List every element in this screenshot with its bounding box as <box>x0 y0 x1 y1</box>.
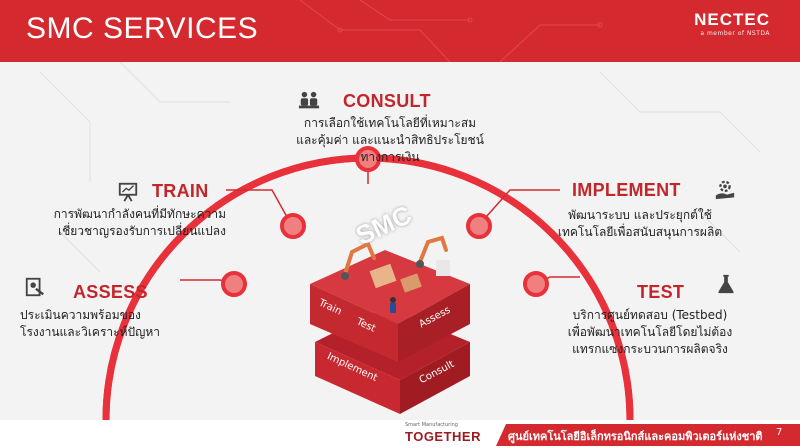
footer-bar: Smart Manufacturing TOGETHER ศูนย์เทคโนโ… <box>0 420 800 448</box>
node-implement <box>466 213 492 239</box>
implement-line-2: เทคโนโลยีเพื่อสนับสนุนการผลิต <box>557 225 723 239</box>
page-number: 7 <box>776 427 783 438</box>
consult-line-1: การเลือกใช้เทคโนโลยีที่เหมาะสม <box>303 116 477 130</box>
flask-icon <box>718 274 734 294</box>
test-line-1: บริการศูนย์ทดสอบ (Testbed) <box>572 308 728 322</box>
node-train <box>280 213 306 239</box>
implement-heading: IMPLEMENT <box>572 180 681 200</box>
node-assess <box>221 271 247 297</box>
arc-nodes <box>221 146 549 297</box>
test-line-2: เพื่อพัฒนาเทคโนโลยีโดยไม่ต้อง <box>567 325 733 339</box>
diagram-graphics <box>39 62 761 420</box>
meeting-icon <box>298 91 320 109</box>
smc-cube-illustration <box>310 235 470 414</box>
presentation-icon <box>118 182 138 202</box>
train-line-2: เชี่ยวชาญรองรับการเปลี่ยนแปลง <box>57 224 226 238</box>
node-test <box>523 271 549 297</box>
page-title: SMC SERVICES <box>26 12 259 45</box>
node-consult <box>355 146 381 172</box>
train-heading: TRAIN <box>152 181 209 201</box>
train-description: การพัฒนากำลังคนที่มีทักษะความ เชี่ยวชาญร… <box>42 206 226 240</box>
consult-line-2: และคุ้มค่า และแนะนำสิทธิประโยชน์ <box>296 133 484 147</box>
assess-heading: ASSESS <box>73 282 148 302</box>
consult-line-3: ทางการเงิน <box>360 150 420 164</box>
together-subtitle: Smart Manufacturing <box>405 422 458 428</box>
consult-description: การเลือกใช้เทคโนโลยีที่เหมาะสม และคุ้มค่… <box>290 115 490 166</box>
nectec-logo: NECTEC a member of NSTDA <box>694 10 770 37</box>
organization-name: ศูนย์เทคโนโลยีอิเล็กทรอนิกส์และคอมพิวเตอ… <box>508 430 763 443</box>
train-line-1: การพัฒนากำลังคนที่มีทักษะความ <box>53 207 226 221</box>
logo-subtext: a member of NSTDA <box>700 30 770 37</box>
assess-line-1: ประเมินความพร้อมของ <box>20 308 141 322</box>
test-line-3: แทรกแซงกระบวนการผลิตจริง <box>572 342 728 356</box>
hand-gear-icon <box>715 180 735 200</box>
implement-line-1: พัฒนาระบบ และประยุกต์ใช้ <box>568 208 712 222</box>
logo-text: NECTEC <box>694 10 770 29</box>
assessment-icon <box>25 277 44 297</box>
header-decoration <box>299 0 603 62</box>
services-diagram: SMC Train Test Assess Implement Consult … <box>0 62 800 420</box>
implement-description: พัฒนาระบบ และประยุกต์ใช้ เทคโนโลยีเพื่อส… <box>540 207 740 241</box>
test-heading: TEST <box>637 282 685 302</box>
footer-red-band <box>496 424 800 446</box>
together-logo: TOGETHER <box>405 429 481 444</box>
test-description: บริการศูนย์ทดสอบ (Testbed) เพื่อพัฒนาเทค… <box>560 307 740 358</box>
header-bar: SMC SERVICES NECTEC a member of NSTDA <box>0 0 800 62</box>
assess-description: ประเมินความพร้อมของ โรงงานและวิเคราะห์ปั… <box>20 307 160 341</box>
assess-line-2: โรงงานและวิเคราะห์ปัญหา <box>20 325 160 339</box>
consult-heading: CONSULT <box>343 91 431 111</box>
